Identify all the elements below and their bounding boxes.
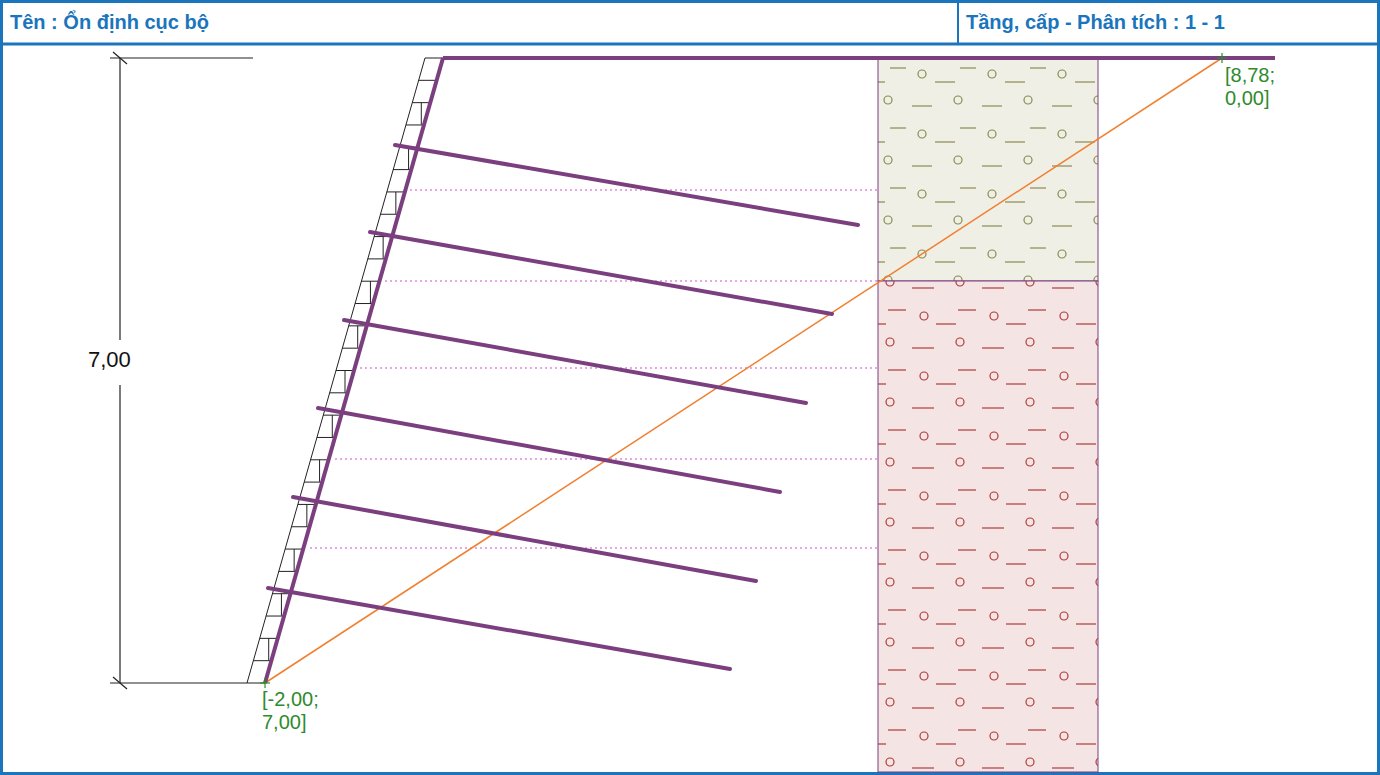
hatch-tick bbox=[281, 594, 282, 616]
ground-surface bbox=[443, 56, 1275, 60]
slip-line bbox=[265, 58, 1222, 683]
wall-face bbox=[265, 58, 443, 683]
hatch-tick bbox=[319, 460, 320, 482]
hatch-tick bbox=[268, 638, 269, 660]
analysis-label: Tầng, cấp - Phân tích : 1 - 1 bbox=[966, 10, 1225, 34]
hatch-tick bbox=[370, 281, 371, 303]
header-rule bbox=[0, 43, 1380, 46]
hatch-tick bbox=[306, 504, 307, 526]
coordinate-label: [-2,00; 7,00] bbox=[262, 688, 342, 734]
soil-layer bbox=[878, 281, 1098, 772]
soil-nails bbox=[268, 145, 858, 669]
hatch-rung bbox=[419, 80, 437, 81]
hatch-tick bbox=[294, 549, 295, 571]
dimension bbox=[110, 52, 265, 689]
hatch-tick bbox=[421, 103, 422, 125]
hatch-tick bbox=[345, 371, 346, 393]
coordinate-label: [8,78; 0,00] bbox=[1225, 64, 1295, 110]
soil-layer bbox=[878, 58, 1098, 281]
hatch-tick bbox=[332, 415, 333, 437]
level-lines bbox=[310, 190, 878, 548]
dimension-label: 7,00 bbox=[88, 347, 131, 373]
header-divider bbox=[957, 0, 959, 44]
title: Tên : Ổn định cục bộ bbox=[10, 10, 209, 34]
point-markers bbox=[260, 53, 1227, 688]
hatch-tick bbox=[408, 147, 409, 169]
header-bar bbox=[3, 3, 1377, 43]
hatch-tick bbox=[395, 192, 396, 214]
hatch-tick bbox=[357, 326, 358, 348]
hatch-tick bbox=[383, 237, 384, 259]
